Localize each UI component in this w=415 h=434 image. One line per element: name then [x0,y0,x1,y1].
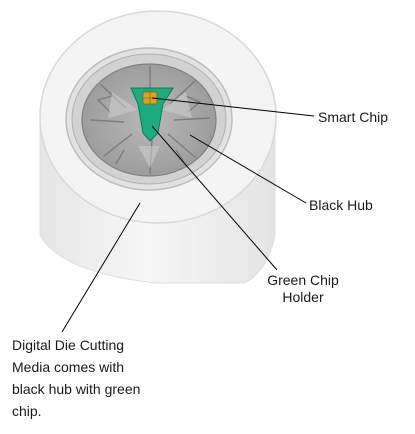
smart-chip-label: Smart Chip [318,109,389,125]
green-chip-holder-label-line-1: Green Chip [267,272,339,288]
caption-line-1: Digital Die Cutting [12,337,125,353]
leader-line-smart-chip [151,97,315,117]
caption-line-3: black hub with green [12,381,141,397]
black-hub-label: Black Hub [309,197,373,213]
caption-line-4: chip. [12,403,42,419]
leader-line-caption [61,202,141,333]
leader-line-black-hub [189,134,307,204]
leader-line-green-chip-holder [151,125,278,271]
leader-lines [61,97,315,333]
caption-line-2: Media comes with [12,359,125,375]
media-caption: Digital Die Cutting Media comes with bla… [12,334,212,422]
green-chip-holder [130,87,174,142]
green-chip-holder-label-line-2: Holder [282,289,324,305]
green-chip-holder-label: Green Chip Holder [258,272,348,306]
